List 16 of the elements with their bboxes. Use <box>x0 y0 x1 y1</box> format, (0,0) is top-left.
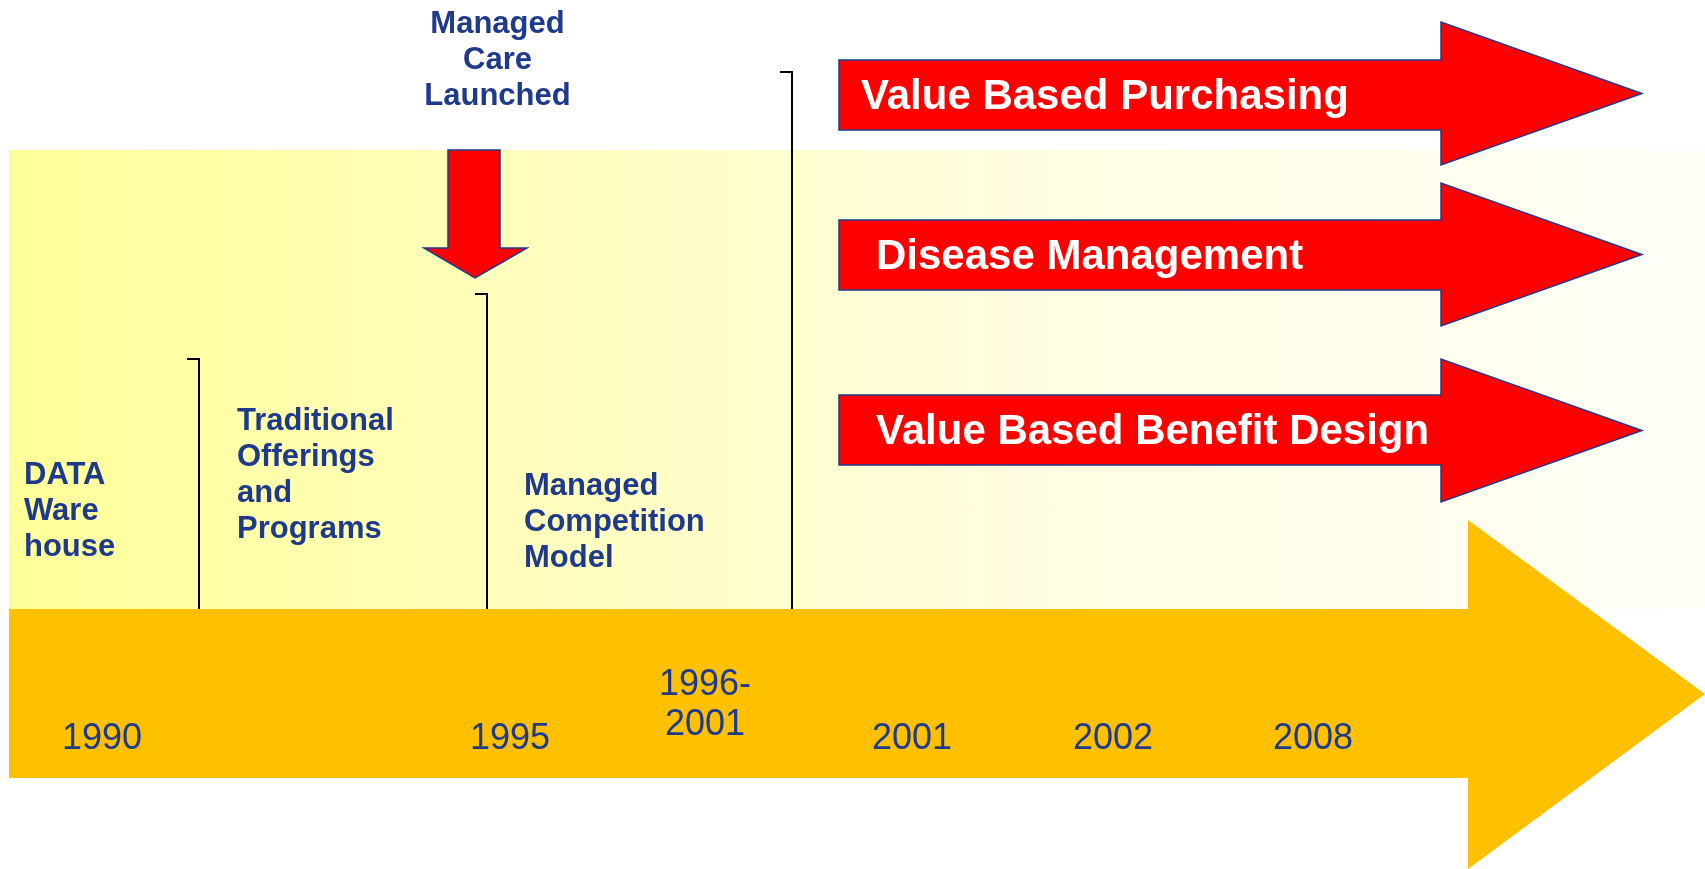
arrow-banner <box>839 22 1642 165</box>
year-label: 1990 <box>60 717 144 757</box>
arrow-text: Value Based Purchasing <box>861 71 1349 119</box>
period-label: Managed Care Launched <box>423 5 572 113</box>
year-label: 1995 <box>468 717 552 757</box>
period-label: Managed Competition Model <box>524 467 706 575</box>
arrow-text: Value Based Benefit Design <box>876 406 1430 454</box>
year-label: 2008 <box>1271 717 1355 757</box>
arrow-banner <box>839 183 1642 326</box>
arrow-banner <box>839 359 1642 502</box>
period-label: Traditional Offerings and Programs <box>237 402 395 546</box>
period-label: DATA Ware house <box>24 456 117 564</box>
arrow-text: Disease Management <box>876 231 1304 279</box>
year-label: 1996- 2001 <box>657 663 753 743</box>
year-label: 2002 <box>1071 717 1155 757</box>
year-label: 2001 <box>870 717 954 757</box>
